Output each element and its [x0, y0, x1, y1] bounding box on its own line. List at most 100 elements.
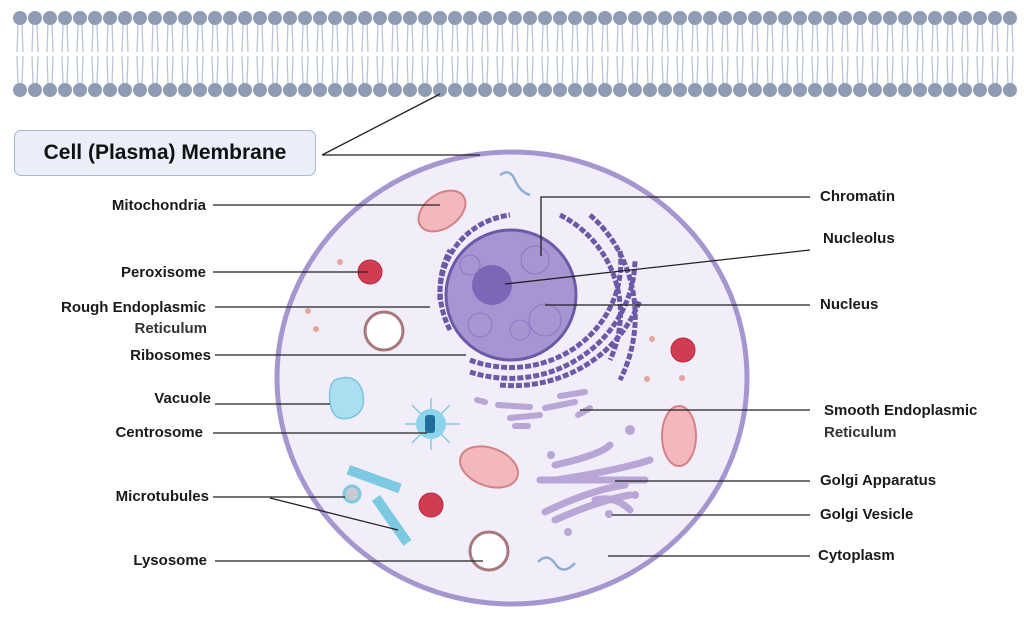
- phospholipid-head: [238, 83, 252, 97]
- phospholipid-head: [598, 83, 612, 97]
- lipid-tails: [496, 23, 504, 85]
- phospholipid-head: [73, 83, 87, 97]
- lipid-tails: [256, 23, 264, 85]
- phospholipid-head: [898, 83, 912, 97]
- phospholipid-head: [778, 83, 792, 97]
- lipid-tails: [466, 23, 474, 85]
- phospholipid-head: [373, 11, 387, 25]
- phospholipid-head: [448, 83, 462, 97]
- phospholipid-head: [283, 11, 297, 25]
- vacuole: [328, 376, 365, 420]
- phospholipid-head: [508, 83, 522, 97]
- lipid-tails: [106, 23, 114, 85]
- phospholipid-head: [268, 83, 282, 97]
- lipid-tails: [346, 23, 354, 85]
- phospholipid-head: [433, 11, 447, 25]
- small-vesicles: [305, 259, 685, 382]
- phospholipid-head: [268, 11, 282, 25]
- title-label-box: Cell (Plasma) Membrane: [14, 130, 316, 176]
- phospholipid-head: [388, 11, 402, 25]
- phospholipid-head: [448, 11, 462, 25]
- lipid-bilayer: [13, 11, 1017, 97]
- phospholipid-head: [973, 11, 987, 25]
- nucleus: [444, 228, 578, 362]
- phospholipid-head: [628, 11, 642, 25]
- phospholipid-head: [568, 11, 582, 25]
- label-smooth-er-2: Reticulum: [824, 424, 897, 441]
- phospholipid-head: [478, 11, 492, 25]
- cytoskeleton-fragments: [499, 171, 576, 571]
- phospholipid-head: [493, 83, 507, 97]
- phospholipid-head: [118, 83, 132, 97]
- phospholipid-head: [628, 83, 642, 97]
- phospholipid-head: [613, 83, 627, 97]
- lipid-tails: [586, 23, 594, 85]
- phospholipid-head: [823, 83, 837, 97]
- phospholipid-head: [703, 11, 717, 25]
- lipid-tails: [166, 23, 174, 85]
- label-rough-er: Rough Endoplasmic: [61, 299, 206, 316]
- phospholipid-head: [688, 83, 702, 97]
- lipid-tails: [661, 23, 669, 85]
- phospholipid-head: [793, 83, 807, 97]
- phospholipid-head: [643, 83, 657, 97]
- lipid-tails: [301, 23, 309, 85]
- phospholipid-head: [778, 11, 792, 25]
- lipid-tails: [526, 23, 534, 85]
- lipid-tails: [151, 23, 159, 85]
- phospholipid-head: [163, 83, 177, 97]
- label-golgi-apparatus: Golgi Apparatus: [820, 472, 936, 489]
- phospholipid-head: [118, 11, 132, 25]
- phospholipid-head: [178, 83, 192, 97]
- phospholipid-head: [403, 83, 417, 97]
- phospholipid-head: [208, 11, 222, 25]
- phospholipid-head: [28, 83, 42, 97]
- phospholipid-head: [913, 11, 927, 25]
- phospholipid-head: [298, 83, 312, 97]
- lipid-tails: [511, 23, 519, 85]
- phospholipid-head: [658, 11, 672, 25]
- phospholipid-head: [343, 11, 357, 25]
- chromatin: [459, 245, 562, 341]
- phospholipid-head: [238, 11, 252, 25]
- smooth-er: [474, 389, 593, 429]
- lipid-tails: [391, 23, 399, 85]
- lipid-tails: [871, 23, 879, 85]
- phospholipid-head: [553, 11, 567, 25]
- lipid-tails: [916, 23, 924, 85]
- phospholipid-head: [793, 11, 807, 25]
- lipid-tails: [706, 23, 714, 85]
- phospholipid-head: [538, 83, 552, 97]
- phospholipid-head: [838, 83, 852, 97]
- phospholipid-head: [193, 11, 207, 25]
- label-mitochondria: Mitochondria: [112, 197, 207, 214]
- phospholipid-head: [163, 11, 177, 25]
- phospholipid-head: [838, 11, 852, 25]
- phospholipid-head: [913, 83, 927, 97]
- phospholipid-head: [988, 11, 1002, 25]
- phospholipid-head: [358, 11, 372, 25]
- phospholipid-head: [523, 83, 537, 97]
- label-golgi-vesicle: Golgi Vesicle: [820, 506, 913, 523]
- phospholipid-head: [538, 11, 552, 25]
- lipid-tails: [361, 23, 369, 85]
- peroxisomes: [357, 259, 696, 518]
- phospholipid-head: [133, 83, 147, 97]
- phospholipid-head: [28, 11, 42, 25]
- lipid-tails: [436, 23, 444, 85]
- label-lysosome: Lysosome: [133, 552, 207, 569]
- phospholipid-head: [598, 11, 612, 25]
- phospholipid-head: [478, 83, 492, 97]
- phospholipid-head: [358, 83, 372, 97]
- phospholipid-head: [493, 11, 507, 25]
- phospholipid-head: [928, 11, 942, 25]
- lipid-tails: [286, 23, 294, 85]
- phospholipid-head: [103, 11, 117, 25]
- rough-er: [437, 212, 643, 389]
- lipid-tails: [226, 23, 234, 85]
- phospholipid-head: [718, 11, 732, 25]
- lipid-tails: [901, 23, 909, 85]
- lipid-tails: [961, 23, 969, 85]
- phospholipid-head: [943, 83, 957, 97]
